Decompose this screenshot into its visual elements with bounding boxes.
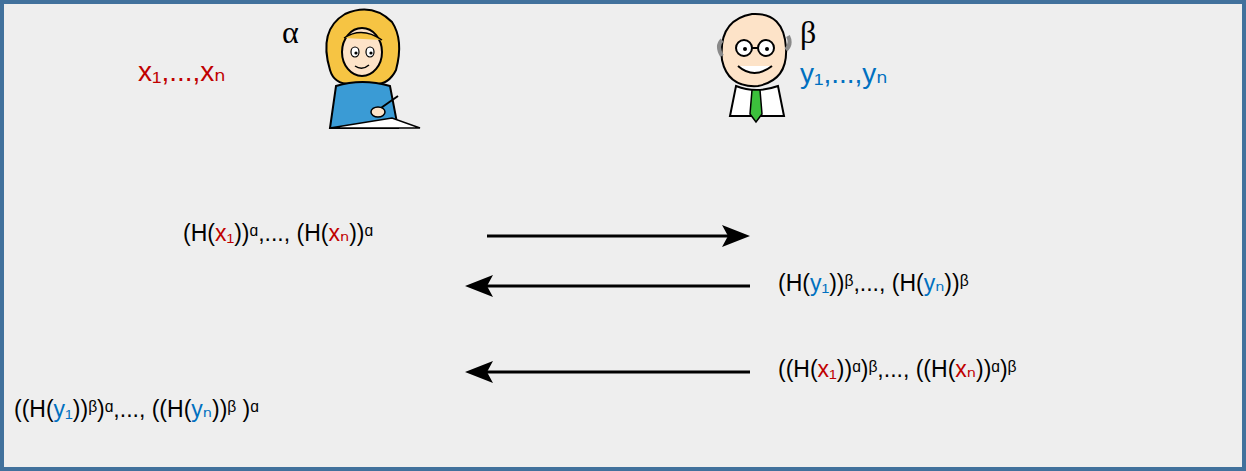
variable-name: xₙ	[955, 356, 976, 382]
variable-name: x₁	[215, 220, 234, 246]
message-arrow	[487, 225, 750, 247]
message-arrow	[465, 275, 750, 297]
variable-name: yₙ	[924, 270, 945, 296]
message-text: (H(x₁))ᵅ,..., (H(xₙ))ᵅ	[183, 220, 373, 246]
party-inputs: x₁,...,xₙ	[138, 56, 226, 88]
alice-figure	[326, 10, 420, 129]
variable-name: y₁	[54, 396, 73, 422]
party-name: α	[282, 14, 299, 51]
variable-name: x₁	[818, 356, 837, 382]
message-arrow	[465, 361, 750, 383]
message-text: (H(y₁))ᵝ,..., (H(yₙ))ᵝ	[778, 270, 969, 296]
result-text: ((H(y₁))ᵝ)ᵅ,..., ((H(yₙ))ᵝ )ᵅ	[14, 396, 259, 422]
variable-name: xₙ	[328, 220, 349, 246]
variable-name: y₁	[810, 270, 829, 296]
party-name: β	[800, 14, 816, 51]
message-text: ((H(x₁))ᵅ)ᵝ,..., ((H(xₙ))ᵅ)ᵝ	[778, 356, 1016, 382]
party-inputs: y₁,...,yₙ	[800, 58, 888, 90]
bob-figure	[719, 14, 790, 122]
variable-name: yₙ	[191, 396, 212, 422]
